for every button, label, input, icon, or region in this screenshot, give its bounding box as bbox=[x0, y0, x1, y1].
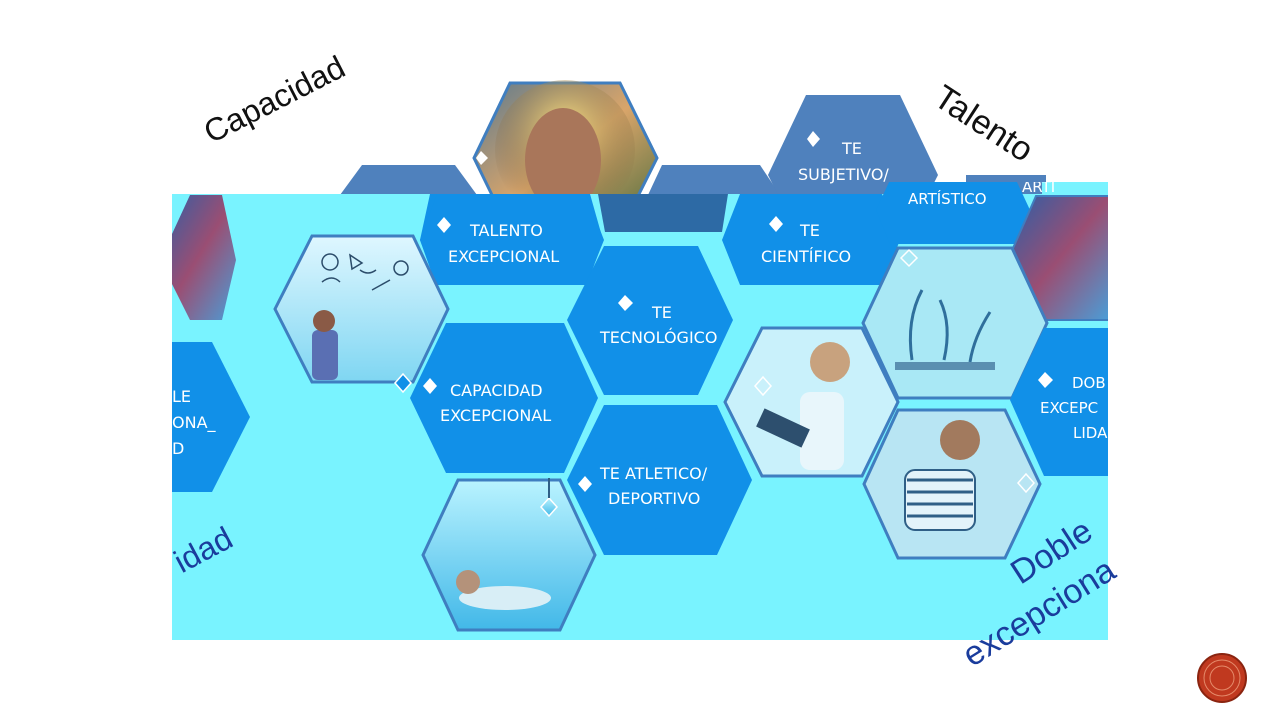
hex-marker bbox=[539, 496, 559, 518]
hex-marker bbox=[578, 476, 592, 492]
hex-marker bbox=[618, 295, 633, 311]
hex-te-cientifico bbox=[722, 194, 900, 285]
hex-marker bbox=[769, 216, 783, 232]
hex-marker bbox=[423, 378, 437, 394]
te-atletico-line2: DEPORTIVO bbox=[608, 489, 700, 508]
boy-body bbox=[800, 392, 844, 470]
artistico-label: ARTÍSTICO bbox=[908, 189, 987, 208]
sculpture-base bbox=[895, 362, 995, 370]
hex-steel-mid bbox=[648, 165, 780, 195]
talento-line2: EXCEPCIONAL bbox=[448, 247, 559, 266]
art-partial-label: ARTI bbox=[1022, 178, 1055, 196]
stripe-pattern bbox=[907, 478, 973, 518]
hex-capacidad-excepcional bbox=[410, 323, 598, 473]
face-image-lower bbox=[598, 194, 728, 232]
talento-line1: TALENTO bbox=[469, 221, 543, 240]
kid-body bbox=[312, 330, 338, 380]
capacidad-line1: CAPACIDAD bbox=[450, 381, 543, 400]
right-partial-line1: DOB bbox=[1072, 374, 1106, 392]
hex-left-partial bbox=[172, 342, 250, 492]
left-partial-line3: D bbox=[172, 439, 184, 458]
capacidad-line2: EXCEPCIONAL bbox=[440, 406, 551, 425]
left-partial-line2: ONA_ bbox=[172, 413, 217, 433]
hex-marker bbox=[476, 151, 488, 165]
hex-marker bbox=[437, 217, 451, 233]
te-tecnologico-line2: TECNOLÓGICO bbox=[599, 328, 717, 347]
hex-te-tecnologico bbox=[567, 246, 733, 395]
boy-tablet bbox=[756, 408, 810, 448]
hex-marker bbox=[1016, 472, 1036, 494]
baby-body bbox=[459, 586, 551, 610]
slide-nav-icon[interactable] bbox=[1196, 652, 1248, 704]
right-partial-line3: LIDA bbox=[1073, 424, 1108, 442]
hex-marker bbox=[1038, 372, 1053, 388]
hex-artistico bbox=[876, 182, 1030, 244]
painting-hex-left bbox=[172, 195, 236, 320]
kid-drawing-hex bbox=[273, 234, 450, 384]
te-tecnologico-line1: TE bbox=[651, 303, 672, 322]
hex-right-partial bbox=[1010, 328, 1108, 476]
face-shape bbox=[525, 108, 601, 212]
left-partial-line1: LE bbox=[172, 387, 191, 406]
sculpture-hex bbox=[861, 246, 1049, 400]
hex-steel-left bbox=[340, 165, 477, 195]
te-cientifico-line2: CIENTÍFICO bbox=[761, 247, 851, 266]
hex-talento bbox=[420, 194, 604, 285]
hex-marker bbox=[947, 170, 961, 184]
te-atletico-line1: TE ATLETICO/ bbox=[599, 464, 708, 483]
hex-marker bbox=[899, 248, 919, 268]
boy-head bbox=[810, 342, 850, 382]
panel-top-strip bbox=[1042, 182, 1108, 196]
doodles bbox=[321, 253, 409, 291]
hex-marker bbox=[753, 375, 773, 397]
baby-head bbox=[456, 570, 480, 594]
te-subjetivo-line1: TE bbox=[841, 139, 862, 158]
te-cientifico-line1: TE bbox=[799, 221, 820, 240]
boy-reading-head bbox=[940, 420, 980, 460]
te-subjetivo-line2: SUBJETIVO/ bbox=[798, 165, 889, 184]
hex-te-atletico bbox=[567, 405, 752, 555]
hex-marker bbox=[393, 372, 413, 394]
hex-marker bbox=[807, 131, 820, 147]
right-partial-line2: EXCEPC bbox=[1040, 399, 1098, 417]
kid-head bbox=[313, 310, 335, 332]
sculpture-shapes bbox=[908, 289, 992, 363]
